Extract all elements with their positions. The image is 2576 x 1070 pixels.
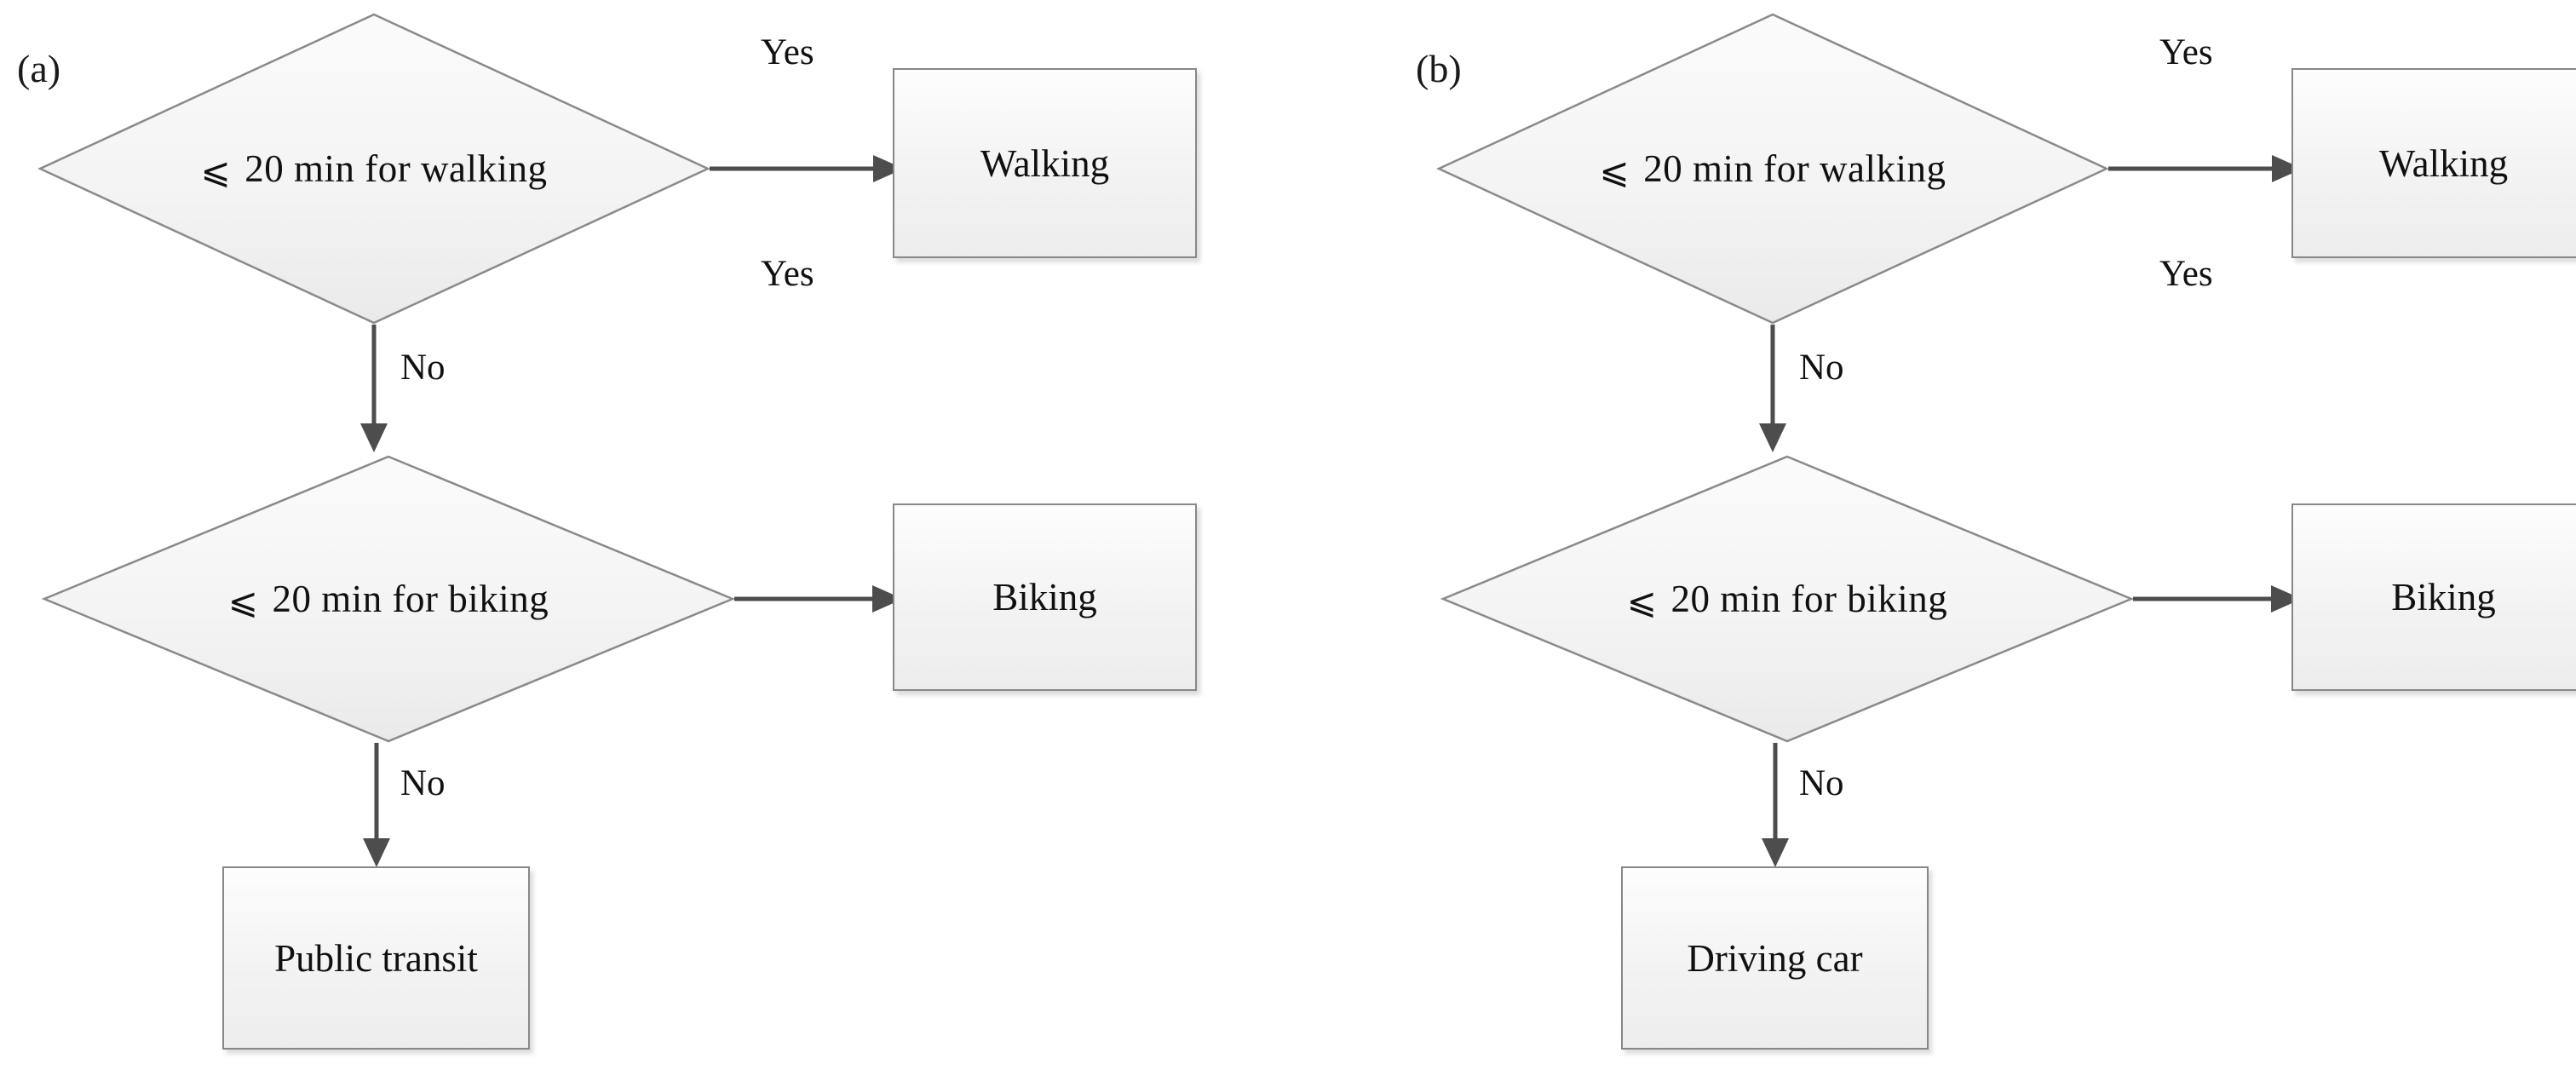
panel-b-label: (b) [1416,47,1462,90]
less-equal-symbol: ⩽ [1626,583,1658,622]
edge-label-no-walking-a: No [400,348,446,388]
edge-walking-no [360,325,388,452]
diamond-shape [1440,455,2135,743]
decision-node-biking-a[interactable]: ⩽ 20 min for biking [41,455,736,743]
edge-label-yes-walking-a: Yes [761,32,814,72]
decision-label: ⩽ 20 min for walking [200,147,548,192]
less-equal-symbol: ⩽ [200,152,232,192]
outcome-label: Walking [2378,141,2509,185]
edge-label-yes-walking-b: Yes [2159,32,2213,72]
decision-label: ⩽ 20 min for walking [1599,147,1946,192]
outcome-box-biking-a[interactable]: Biking [893,503,1197,691]
outcome-label: Walking [980,141,1110,185]
outcome-box-biking-b[interactable]: Biking [2291,503,2576,691]
decision-text: 20 min for biking [272,578,549,620]
edge-biking-yes [734,585,903,613]
edge-label-yes-biking-b: Yes [2159,254,2213,294]
edge-walking-yes [2108,155,2303,182]
panel-b: (b) ⩽ 20 min for walking Yes [1399,0,2576,1070]
outcome-label: Biking [2391,576,2496,618]
edge-walking-yes [710,155,904,182]
outcome-label: Driving car [1687,936,1863,980]
outcome-box-final-b[interactable]: Driving car [1621,866,1929,1050]
decision-node-biking-b[interactable]: ⩽ 20 min for biking [1440,455,2135,743]
outcome-label: Public transit [274,936,478,980]
outcome-label: Biking [992,576,1097,618]
decision-text: 20 min for biking [1670,578,1948,620]
decision-label: ⩽ 20 min for biking [1626,577,1948,622]
edge-walking-no [1759,325,1786,452]
edge-label-no-biking-a: No [400,763,446,803]
edge-biking-no [363,743,390,867]
panel-a-label: (a) [17,47,61,90]
less-equal-symbol: ⩽ [1599,152,1630,192]
edge-label-no-walking-b: No [1799,348,1844,388]
edge-biking-no [1762,743,1789,867]
panel-a: (a) ⩽ 20 min for walking Yes [0,0,1278,1070]
decision-label: ⩽ 20 min for biking [227,577,549,622]
outcome-box-walking-b[interactable]: Walking [2291,68,2576,258]
decision-node-walking-a[interactable]: ⩽ 20 min for walking [37,13,710,325]
edge-biking-yes [2133,585,2302,613]
decision-text: 20 min for walking [1643,147,1946,190]
edge-label-no-biking-b: No [1799,763,1844,803]
outcome-box-walking-a[interactable]: Walking [893,68,1197,258]
decision-node-walking-b[interactable]: ⩽ 20 min for walking [1436,13,2109,325]
less-equal-symbol: ⩽ [227,583,259,622]
diamond-shape [37,13,710,325]
diamond-shape [1436,13,2109,325]
diamond-shape [41,455,736,743]
edge-label-yes-biking-a: Yes [761,254,814,294]
outcome-box-final-a[interactable]: Public transit [222,866,530,1050]
decision-text: 20 min for walking [244,147,548,190]
